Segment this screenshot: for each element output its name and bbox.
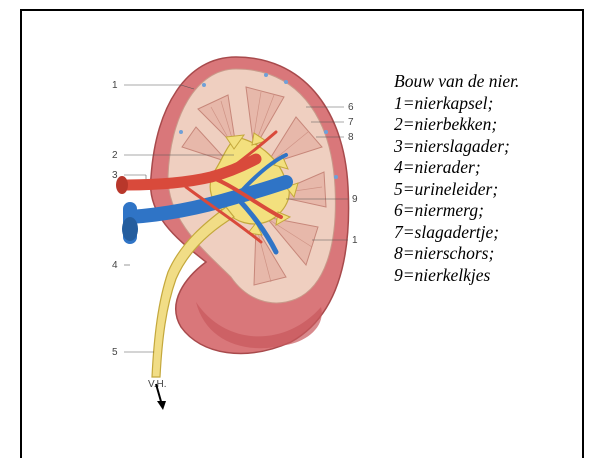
label-6: 6 (348, 102, 354, 113)
label-9: 9 (352, 194, 358, 205)
legend-item: 3=nierslagader; (394, 136, 594, 158)
label-5: 5 (112, 347, 118, 358)
label-3: 3 (112, 170, 118, 181)
kidney-illustration: V.H. (86, 37, 386, 415)
legend-item: 1=nierkapsel; (394, 93, 594, 115)
kidney-diagram: V.H. (86, 37, 386, 415)
slide: V.H. (20, 9, 584, 458)
legend-item: 5=urineleider; (394, 179, 594, 201)
legend-item: 6=niermerg; (394, 200, 594, 222)
legend-item: 7=slagadertje; (394, 222, 594, 244)
legend-item: 4=nierader; (394, 157, 594, 179)
label-1-capsule: 1 (352, 235, 358, 246)
label-7: 7 (348, 117, 354, 128)
label-1: 1 (112, 80, 118, 91)
legend: Bouw van de nier. 1=nierkapsel; 2=nierbe… (394, 71, 594, 286)
legend-item: 9=nierkelkjes (394, 265, 594, 287)
legend-item: 8=nierschors; (394, 243, 594, 265)
legend-item: 2=nierbekken; (394, 114, 594, 136)
label-8: 8 (348, 132, 354, 143)
label-4: 4 (112, 260, 118, 271)
label-2: 2 (112, 150, 118, 161)
legend-title: Bouw van de nier. (394, 71, 594, 93)
